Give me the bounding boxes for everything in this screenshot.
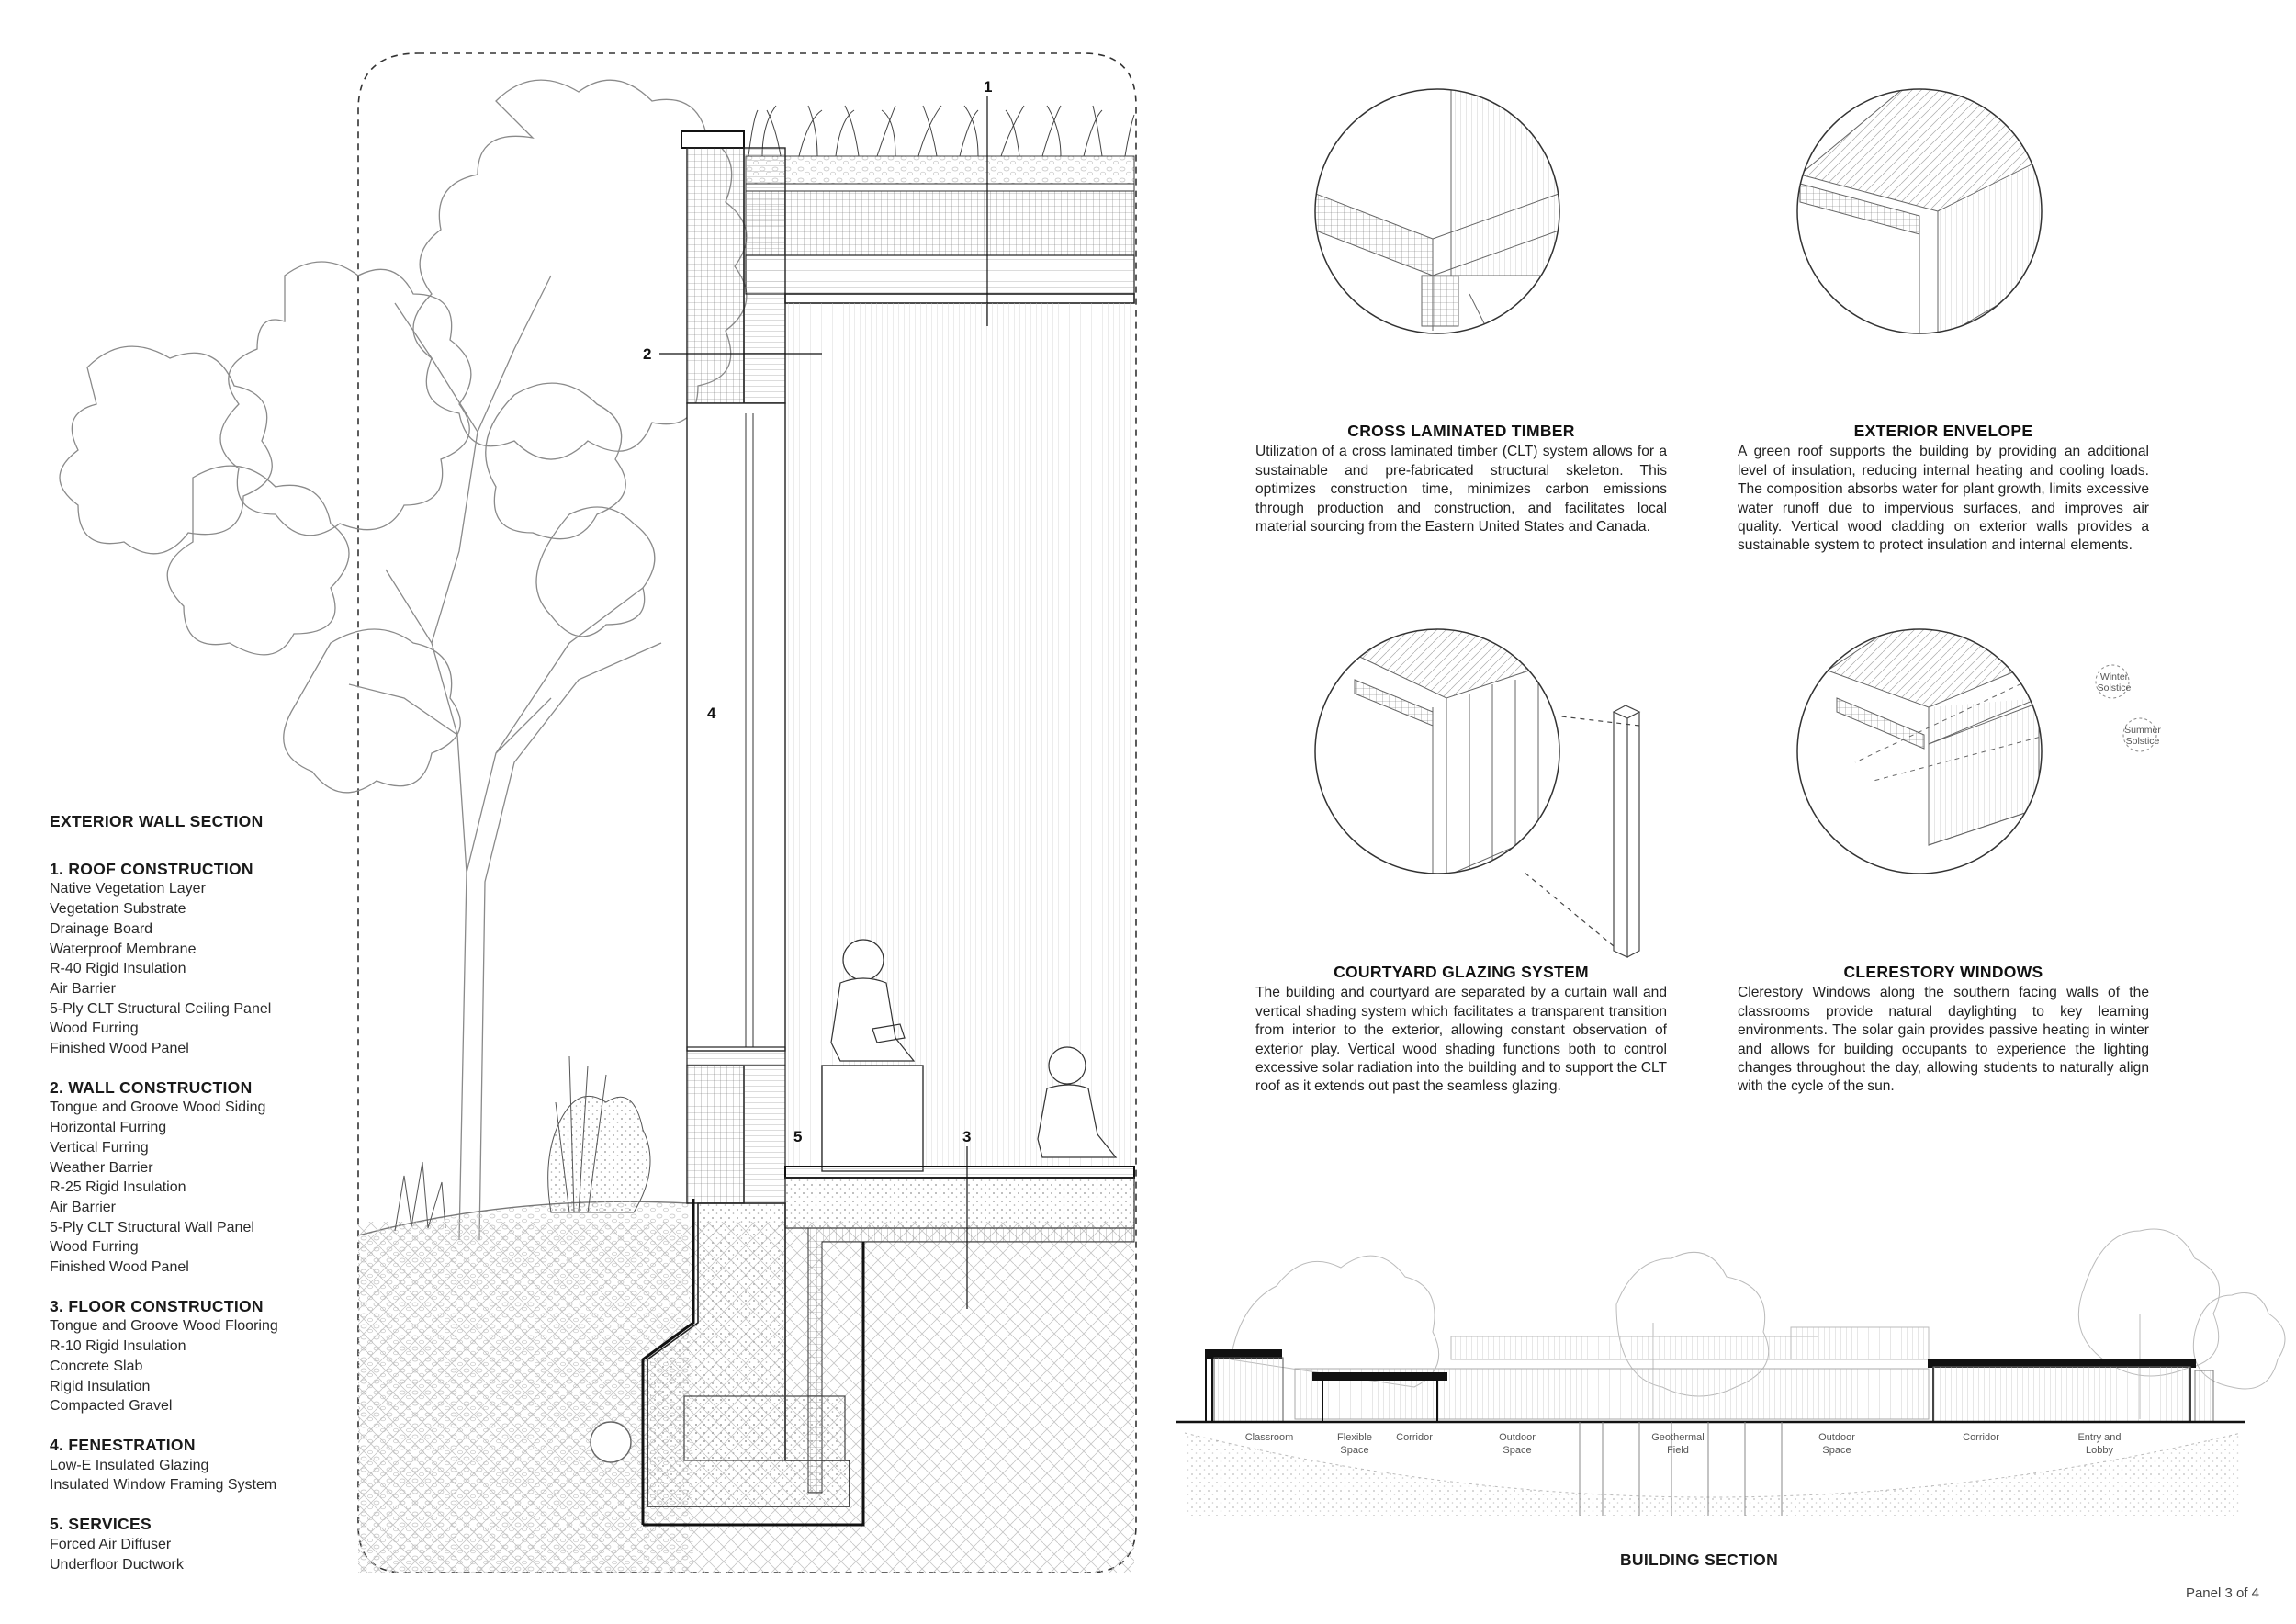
legend-item: Tongue and Groove Wood Siding <box>50 1100 266 1116</box>
legend-group-services: 5. SERVICES Forced Air Diffuser Underflo… <box>50 1515 380 1574</box>
space-label-outdoor-1b: Space <box>1503 1445 1531 1456</box>
winter-label-1: Winter <box>2100 671 2129 682</box>
callout-3: 3 <box>962 1128 971 1145</box>
legend-item: Air Barrier <box>50 980 117 997</box>
building-section-title: BUILDING SECTION <box>1619 1551 1779 1569</box>
clt-title: CROSS LAMINATED TIMBER <box>1347 422 1575 440</box>
wall-section-legend: EXTERIOR WALL SECTION 1. ROOF CONSTRUCTI… <box>50 812 380 1594</box>
air-diffuser <box>743 1065 786 1204</box>
legend-item: Wood Furring <box>50 1239 139 1256</box>
legend-heading: 1. ROOF CONSTRUCTION <box>50 859 253 878</box>
summer-label-1: Summer <box>2124 725 2161 736</box>
shrub-planting <box>394 1055 651 1232</box>
space-label-classroom: Classroom <box>1245 1432 1294 1443</box>
legend-heading: 5. SERVICES <box>50 1515 152 1534</box>
legend-item: R-25 Rigid Insulation <box>50 1179 186 1196</box>
legend-heading: 4. FENESTRATION <box>50 1435 196 1454</box>
callout-1: 1 <box>984 78 992 96</box>
drain-pipe <box>590 1421 632 1463</box>
legend-item: Concrete Slab <box>50 1358 143 1374</box>
legend-heading: 3. FLOOR CONSTRUCTION <box>50 1296 264 1315</box>
space-label-geothermal-2: Field <box>1667 1445 1689 1456</box>
legend-item: Tongue and Groove Wood Flooring <box>50 1318 278 1335</box>
detail-circle-glazing <box>1314 628 1641 958</box>
legend-item: Drainage Board <box>50 920 153 937</box>
winter-label-2: Solstice <box>2098 682 2132 694</box>
detail-circle-clerestory: Winter Solstice Summer Solstice <box>1796 628 2161 874</box>
legend-title: EXTERIOR WALL SECTION <box>50 812 264 830</box>
space-label-outdoor-2b: Space <box>1822 1445 1851 1456</box>
glazing-description: COURTYARD GLAZING SYSTEM The building an… <box>1255 963 1667 1097</box>
legend-item: Vegetation Substrate <box>50 901 186 918</box>
footing <box>683 1395 846 1461</box>
legend-item: Finished Wood Panel <box>50 1041 189 1057</box>
legend-item: R-10 Rigid Insulation <box>50 1338 186 1355</box>
space-label-corridor-1: Corridor <box>1396 1432 1433 1443</box>
legend-item: Vertical Furring <box>50 1139 149 1156</box>
legend-item: Finished Wood Panel <box>50 1259 189 1276</box>
legend-item: Rigid Insulation <box>50 1378 151 1394</box>
space-label-outdoor-2: Outdoor <box>1818 1432 1855 1443</box>
space-label-entry: Entry and <box>2077 1432 2121 1443</box>
legend-item: R-40 Rigid Insulation <box>50 961 186 977</box>
glazing-title: COURTYARD GLAZING SYSTEM <box>1334 963 1589 981</box>
callout-5: 5 <box>793 1128 802 1145</box>
legend-group-floor: 3. FLOOR CONSTRUCTION Tongue and Groove … <box>50 1297 380 1416</box>
legend-item: Forced Air Diffuser <box>50 1536 172 1552</box>
legend-item: Horizontal Furring <box>50 1120 167 1136</box>
window-glazing <box>686 402 786 1052</box>
space-label-geothermal: Geothermal <box>1651 1432 1704 1443</box>
wall-section-drawing: 1 2 3 4 5 <box>59 52 1137 1573</box>
space-label-flexible: Flexible <box>1337 1432 1372 1443</box>
summer-label-2: Solstice <box>2126 736 2160 747</box>
envelope-description: EXTERIOR ENVELOPE A green roof supports … <box>1738 422 2149 556</box>
space-label-lobby: Lobby <box>2086 1445 2113 1456</box>
legend-group-fenestration: 4. FENESTRATION Low-E Insulated Glazing … <box>50 1436 380 1495</box>
legend-item: Waterproof Membrane <box>50 941 197 957</box>
detail-circle-clt <box>1314 88 1560 334</box>
legend-item: Compacted Gravel <box>50 1398 173 1415</box>
space-label-corridor-2: Corridor <box>1963 1432 1999 1443</box>
legend-item: Native Vegetation Layer <box>50 881 206 897</box>
legend-group-wall: 2. WALL CONSTRUCTION Tongue and Groove W… <box>50 1078 380 1278</box>
callout-2: 2 <box>643 345 651 363</box>
legend-item: Wood Furring <box>50 1021 139 1037</box>
legend-heading: 2. WALL CONSTRUCTION <box>50 1077 253 1097</box>
detail-circle-envelope <box>1796 88 2043 334</box>
legend-item: 5-Ply CLT Structural Ceiling Panel <box>50 1000 272 1017</box>
building-section-drawing: Classroom Flexible Space Corridor Outdoo… <box>1176 1228 2286 1516</box>
panel-label: Panel 3 of 4 <box>2185 1585 2259 1601</box>
clerestory-body: Clerestory Windows along the southern fa… <box>1738 985 2149 1095</box>
glazing-body: The building and courtyard are separated… <box>1255 985 1667 1095</box>
clt-description: CROSS LAMINATED TIMBER Utilization of a … <box>1255 422 1667 536</box>
legend-item: Insulated Window Framing System <box>50 1477 277 1494</box>
clt-body: Utilization of a cross laminated timber … <box>1255 444 1667 536</box>
legend-item: Underfloor Ductwork <box>50 1556 184 1573</box>
green-roof-vegetation <box>748 105 1135 157</box>
tree-illustration <box>59 79 748 1241</box>
clerestory-title: CLERESTORY WINDOWS <box>1843 963 2043 981</box>
envelope-title: EXTERIOR ENVELOPE <box>1853 422 2033 440</box>
bench <box>821 1065 924 1172</box>
space-label-outdoor-1: Outdoor <box>1499 1432 1536 1443</box>
parapet-cap <box>681 130 745 149</box>
child-figures <box>830 939 1118 1158</box>
clerestory-description: CLERESTORY WINDOWS Clerestory Windows al… <box>1738 963 2149 1097</box>
legend-item: Low-E Insulated Glazing <box>50 1457 209 1473</box>
legend-item: Air Barrier <box>50 1199 117 1215</box>
legend-item: 5-Ply CLT Structural Wall Panel <box>50 1219 254 1235</box>
legend-group-roof: 1. ROOF CONSTRUCTION Native Vegetation L… <box>50 860 380 1059</box>
envelope-body: A green roof supports the building by pr… <box>1738 444 2149 554</box>
callout-4: 4 <box>707 705 716 722</box>
legend-item: Weather Barrier <box>50 1159 153 1176</box>
space-label-flexible-2: Space <box>1340 1445 1368 1456</box>
